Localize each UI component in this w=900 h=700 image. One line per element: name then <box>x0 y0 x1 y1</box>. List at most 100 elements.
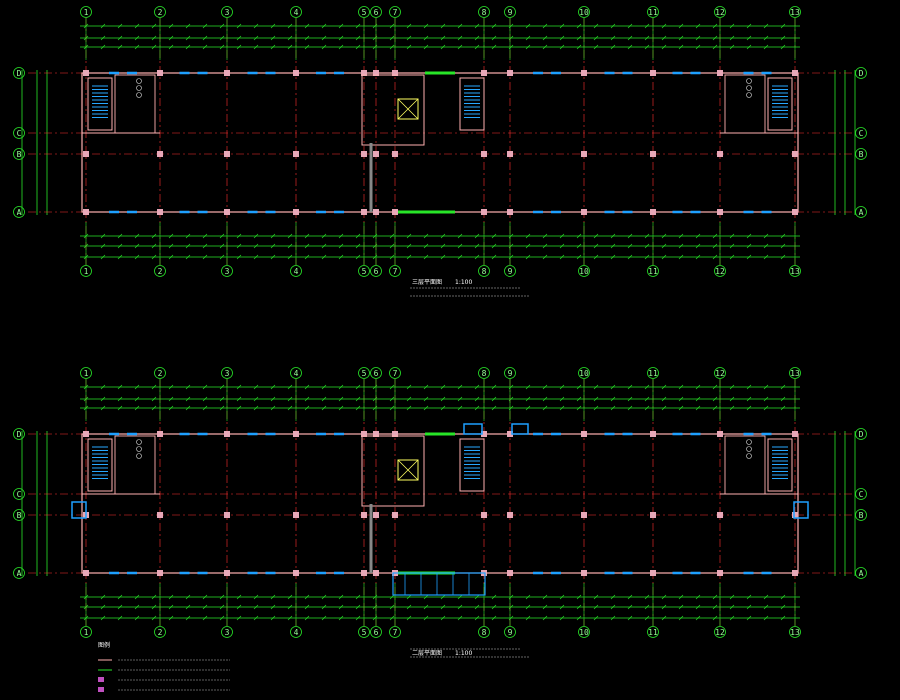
dimension-tick <box>100 604 106 610</box>
dimension-tick <box>593 594 599 600</box>
dimension-tick <box>559 35 565 41</box>
dimension-tick <box>270 44 276 50</box>
axis-bubble <box>855 567 867 579</box>
axis-bubble-label: 7 <box>393 369 398 378</box>
structural-column <box>361 151 367 157</box>
structural-column <box>392 431 398 437</box>
dimension-tick <box>355 23 361 29</box>
structural-column <box>650 570 656 576</box>
dimension-tick <box>610 396 616 402</box>
dimension-tick <box>576 604 582 610</box>
fixture <box>746 78 752 84</box>
dimension-tick <box>474 23 480 29</box>
dimension-tick <box>559 384 565 390</box>
dimension-tick <box>763 23 769 29</box>
dimension-tick <box>270 615 276 621</box>
dimension-tick <box>406 396 412 402</box>
dimension-tick <box>253 615 259 621</box>
dimension-tick <box>695 405 701 411</box>
dimension-tick <box>644 594 650 600</box>
dimension-tick <box>457 23 463 29</box>
dimension-tick <box>763 384 769 390</box>
dimension-tick <box>440 405 446 411</box>
dimension-tick <box>304 604 310 610</box>
dimension-tick <box>763 243 769 249</box>
axis-bubble <box>221 265 233 277</box>
dimension-tick <box>695 604 701 610</box>
dimension-tick <box>593 396 599 402</box>
axis-bubble <box>290 265 302 277</box>
dimension-tick <box>525 396 531 402</box>
dimension-tick <box>627 44 633 50</box>
dimension-tick <box>542 243 548 249</box>
dimension-tick <box>117 396 123 402</box>
structural-column <box>224 570 230 576</box>
axis-bubble-label: 10 <box>579 369 589 378</box>
dimension-tick <box>542 594 548 600</box>
dimension-tick <box>134 384 140 390</box>
dimension-tick <box>134 254 140 260</box>
dimension-tick <box>134 243 140 249</box>
fixture <box>746 85 752 91</box>
axis-bubble <box>578 6 590 18</box>
structural-column <box>717 70 723 76</box>
dimension-tick <box>168 44 174 50</box>
axis-bubble <box>714 626 726 638</box>
dimension-tick <box>117 604 123 610</box>
axis-bubble <box>358 6 370 18</box>
dimension-tick <box>100 233 106 239</box>
axis-bubble <box>13 206 25 218</box>
elevator-shaft <box>397 459 419 481</box>
dimension-tick <box>185 396 191 402</box>
dimension-tick <box>542 384 548 390</box>
dimension-tick <box>236 35 242 41</box>
dimension-tick <box>270 604 276 610</box>
dimension-tick <box>440 396 446 402</box>
axis-bubble <box>13 67 25 79</box>
axis-bubble-label: 2 <box>158 369 163 378</box>
axis-bubble-label: 8 <box>482 267 487 276</box>
dimension-tick <box>593 23 599 29</box>
dimension-tick <box>185 243 191 249</box>
dimension-tick <box>253 604 259 610</box>
dimension-tick <box>270 396 276 402</box>
axis-bubble <box>80 265 92 277</box>
dimension-tick <box>729 23 735 29</box>
dimension-tick <box>185 604 191 610</box>
dimension-tick <box>338 23 344 29</box>
dimension-tick <box>644 604 650 610</box>
dimension-tick <box>151 396 157 402</box>
dimension-tick <box>712 405 718 411</box>
dimension-tick <box>355 604 361 610</box>
structural-column <box>224 70 230 76</box>
dimension-tick <box>525 233 531 239</box>
structural-column <box>792 70 798 76</box>
dimension-tick <box>406 615 412 621</box>
dimension-tick <box>508 594 514 600</box>
structural-column <box>581 512 587 518</box>
dimension-tick <box>780 243 786 249</box>
dimension-tick <box>287 23 293 29</box>
fixture <box>746 439 752 445</box>
elevator-cross <box>397 459 419 481</box>
dimension-tick <box>661 254 667 260</box>
dimension-tick <box>508 23 514 29</box>
dimension-tick <box>117 23 123 29</box>
dimension-tick <box>576 594 582 600</box>
dimension-tick <box>423 35 429 41</box>
dimension-tick <box>134 405 140 411</box>
dimension-tick <box>644 243 650 249</box>
axis-bubble-label: 11 <box>648 267 658 276</box>
structural-column <box>157 570 163 576</box>
plan-title-upper: 三层平面图 <box>412 279 442 286</box>
dimension-tick <box>321 396 327 402</box>
structural-column <box>792 209 798 215</box>
dimension-tick <box>491 594 497 600</box>
dimension-tick <box>151 35 157 41</box>
structural-column <box>792 570 798 576</box>
dimension-tick <box>763 615 769 621</box>
dimension-tick <box>321 615 327 621</box>
dimension-tick <box>576 254 582 260</box>
dimension-tick <box>287 396 293 402</box>
axis-bubble <box>358 367 370 379</box>
